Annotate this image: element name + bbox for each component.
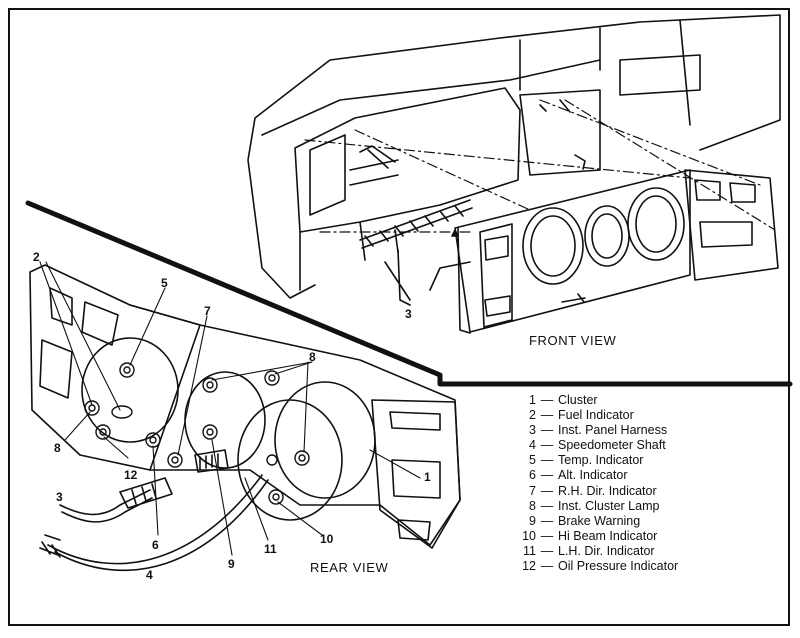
legend-dash: — <box>540 393 554 407</box>
legend-dash: — <box>540 513 554 528</box>
legend-item: 2 — Fuel Indicator <box>514 408 678 423</box>
rear-right-panel <box>371 399 461 549</box>
callout-rear-8-left: 8 <box>54 441 61 455</box>
legend-item: 4 — Speedometer Shaft <box>514 438 678 453</box>
callout-rear-7: 7 <box>204 304 211 318</box>
parts-legend: 1 — Cluster 2 — Fuel Indicator 3 — Inst. Panel H… <box>514 393 678 574</box>
callout-rear-10: 10 <box>320 532 334 546</box>
rear-view-label: REAR VIEW <box>310 560 389 575</box>
callout-rear-6: 6 <box>152 538 159 552</box>
callout-rear-2: 2 <box>33 250 40 264</box>
legend-dash: — <box>540 453 554 468</box>
legend-text: Alt. Indicator <box>558 468 628 483</box>
legend-text: Oil Pressure Indicator <box>558 559 679 574</box>
callout-rear-12: 12 <box>124 468 138 482</box>
legend-number: 5 <box>529 453 536 468</box>
legend-number: 1 <box>529 393 536 407</box>
legend-number: 8 <box>529 498 536 513</box>
legend-text: R.H. Dir. Indicator <box>558 483 657 498</box>
legend-dash: — <box>540 528 554 543</box>
callout-rear-11: 11 <box>264 542 277 556</box>
legend-dash: — <box>540 408 554 423</box>
legend-dash: — <box>540 559 554 574</box>
callout-rear-4: 4 <box>146 568 153 582</box>
legend-text: Hi Beam Indicator <box>558 528 658 543</box>
front-view-drawing <box>247 14 781 334</box>
legend-text: Speedometer Shaft <box>558 438 666 453</box>
frame-border <box>8 8 790 626</box>
legend-item: 3 — Inst. Panel Harness <box>514 423 678 438</box>
legend-item: 6 — Alt. Indicator <box>514 468 678 483</box>
speedometer-shaft <box>47 474 269 572</box>
front-end-panel <box>684 169 779 281</box>
legend-item: 11 — L.H. Dir. Indicator <box>514 544 678 559</box>
legend-number: 2 <box>529 408 536 423</box>
legend-number: 9 <box>529 513 536 528</box>
callout-front-3: 3 <box>405 307 412 321</box>
legend-number: 12 <box>522 559 536 574</box>
front-view-label: FRONT VIEW <box>529 333 617 348</box>
legend-number: 10 <box>522 528 536 543</box>
front-gauge-right <box>627 187 685 261</box>
legend-dash: — <box>540 438 554 453</box>
legend-text: Brake Warning <box>558 513 641 528</box>
legend-dash: — <box>540 468 554 483</box>
cluster-cavity <box>294 87 521 291</box>
callout-rear-5: 5 <box>161 276 168 290</box>
rear-gauge-left <box>81 337 179 443</box>
callout-rear-1: 1 <box>424 470 431 484</box>
front-bezel <box>454 169 691 333</box>
legend-text: Fuel Indicator <box>558 408 634 423</box>
legend-item: 9 — Brake Warning <box>514 514 678 529</box>
rear-gauge-right <box>237 399 343 521</box>
rear-left-panel <box>29 264 201 471</box>
legend-text: Cluster <box>558 393 598 407</box>
callout-rear-8-right: 8 <box>309 350 316 364</box>
harness <box>59 477 173 523</box>
legend-number: 7 <box>529 483 536 498</box>
legend-item: 1 — Cluster <box>514 393 678 408</box>
callout-rear-3: 3 <box>56 490 63 504</box>
legend-text: Inst. Cluster Lamp <box>558 498 660 513</box>
legend-text: L.H. Dir. Indicator <box>558 543 655 558</box>
legend-number: 3 <box>529 423 536 438</box>
legend-item: 8 — Inst. Cluster Lamp <box>514 499 678 514</box>
legend-dash: — <box>540 543 554 558</box>
legend-item: 7 — R.H. Dir. Indicator <box>514 484 678 499</box>
rear-cluster-body <box>129 304 461 546</box>
legend-number: 11 <box>523 543 536 558</box>
legend-dash: — <box>540 498 554 513</box>
dash-shell <box>247 14 781 299</box>
legend-dash: — <box>540 483 554 498</box>
legend-item: 5 — Temp. Indicator <box>514 453 678 468</box>
legend-item: 10 — Hi Beam Indicator <box>514 529 678 544</box>
leader-lines <box>39 261 421 556</box>
callout-rear-9: 9 <box>228 557 235 571</box>
legend-number: 4 <box>529 438 536 453</box>
legend-dash: — <box>540 423 554 438</box>
front-gauge-left <box>522 207 584 285</box>
legend-text: Inst. Panel Harness <box>558 423 668 438</box>
legend-number: 6 <box>529 468 536 483</box>
view-divider <box>25 200 793 387</box>
legend-item: 12 — Oil Pressure Indicator <box>514 559 678 574</box>
bulb-sockets <box>84 362 310 505</box>
legend-text: Temp. Indicator <box>558 453 644 468</box>
rear-view-drawing <box>29 261 461 572</box>
